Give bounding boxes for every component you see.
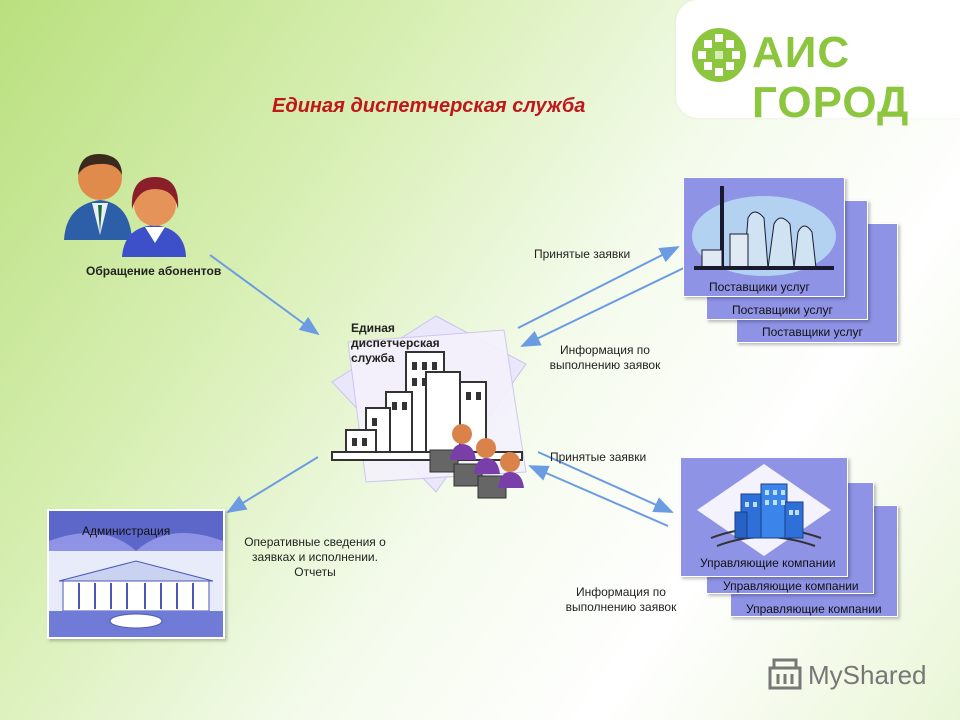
arrow-center-to-admin (226, 456, 319, 514)
people-icon (64, 153, 186, 257)
dispatch-center-icon (331, 315, 527, 499)
accepted-bottom-label: Принятые заявки (550, 450, 647, 464)
myshared-watermark: MyShared (808, 660, 927, 690)
logo-mosaic-icon (692, 28, 746, 82)
manager-card-1 (680, 457, 848, 577)
manager-label-1: Управляющие компании (700, 556, 836, 570)
manager-label-2: Управляющие компании (723, 579, 859, 593)
admin-label: Администрация (82, 524, 171, 538)
office-buildings-icon (697, 464, 831, 556)
white-house-icon (49, 511, 223, 637)
supplier-card-1 (683, 177, 845, 297)
accepted-top-label: Принятые заявки (534, 247, 631, 261)
arrow-center-to-managers (537, 451, 674, 513)
operators-icon (429, 424, 524, 499)
myshared-logo-icon (768, 658, 802, 690)
admin-card (47, 509, 225, 639)
arrow-suppliers-to-center (520, 264, 691, 347)
abonents-label: Обращение абонентов (86, 264, 222, 278)
supplier-label-1: Поставщики услуг (709, 280, 810, 294)
info-bottom-label: Информация по выполнению заявок (565, 585, 677, 614)
factory-icon (692, 186, 836, 276)
arrow-managers-to-center (528, 465, 669, 527)
supplier-label-3: Поставщики услуг (762, 325, 863, 339)
supplier-label-2: Поставщики услуг (732, 303, 833, 317)
logo-text: АИС ГОРОД (752, 28, 910, 127)
arrow-abonents-to-center (209, 254, 320, 336)
manager-label-3: Управляющие компании (746, 602, 882, 616)
center-label: Единая диспетчерская служба (351, 321, 440, 365)
operational-label: Оперативные сведения о заявках и исполне… (244, 535, 386, 579)
info-top-label: Информация по выполнению заявок (549, 343, 661, 372)
page-title: Единая диспетчерская служба (272, 95, 586, 117)
arrow-center-to-suppliers (517, 246, 680, 329)
